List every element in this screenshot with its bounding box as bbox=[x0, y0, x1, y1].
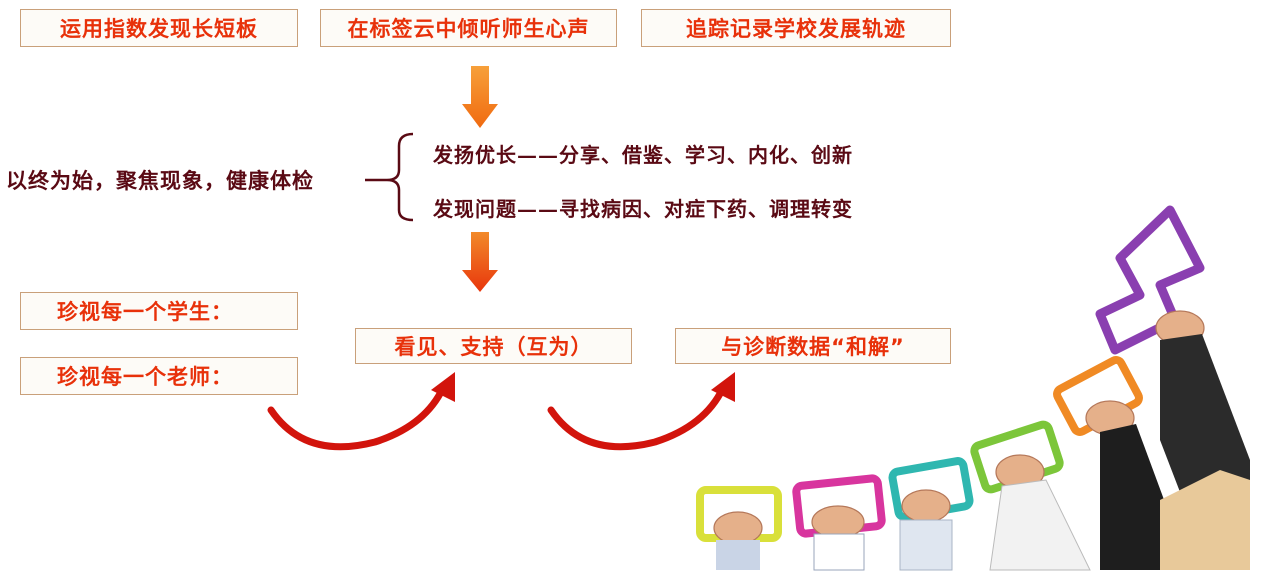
mid-box-support: 看见、支持（互为） bbox=[355, 328, 632, 364]
left-box-students: 珍视每一个学生： bbox=[20, 292, 298, 330]
branch-strengths-dash: —— bbox=[517, 143, 559, 167]
branch-problems-head: 发现问题 bbox=[433, 197, 517, 221]
hand-icon bbox=[811, 505, 865, 539]
curved-arrow-icon bbox=[267, 372, 455, 451]
up-arrow-icon bbox=[1095, 205, 1205, 355]
left-box-teachers: 珍视每一个老师： bbox=[20, 357, 298, 395]
hand-icon bbox=[713, 511, 763, 545]
top-box-3: 追踪记录学校发展轨迹 bbox=[641, 9, 951, 47]
branch-problems-dash: —— bbox=[517, 197, 559, 221]
top-box-1: 运用指数发现长短板 bbox=[20, 9, 298, 47]
center-left-label: 以终为始，聚焦现象，健康体检 bbox=[6, 168, 314, 193]
down-arrow-icon bbox=[462, 66, 498, 128]
branch-strengths: 发扬优长——分享、借鉴、学习、内化、创新 bbox=[433, 139, 853, 168]
down-arrow-icon bbox=[462, 232, 498, 292]
branch-problems: 发现问题——寻找病因、对症下药、调理转变 bbox=[433, 193, 853, 222]
curved-arrow-icon bbox=[547, 372, 735, 451]
right-box-reconcile: 与诊断数据“和解” bbox=[675, 328, 951, 364]
hands-frames-illustration bbox=[696, 205, 1250, 571]
branch-problems-tail: 寻找病因、对症下药、调理转变 bbox=[559, 197, 853, 221]
branch-strengths-head: 发扬优长 bbox=[433, 143, 517, 167]
brace-connector bbox=[365, 132, 414, 222]
hand-icon bbox=[901, 489, 951, 523]
branch-strengths-tail: 分享、借鉴、学习、内化、创新 bbox=[559, 143, 853, 167]
top-box-2: 在标签云中倾听师生心声 bbox=[320, 9, 617, 47]
